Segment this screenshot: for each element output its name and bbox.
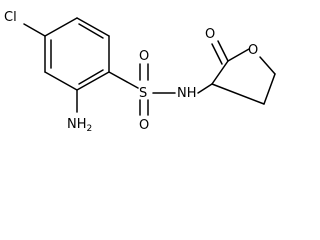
chlorine-atom-label: Cl	[4, 10, 17, 25]
chemical-structure-diagram: Cl NH2 S O O NH O O	[4, 10, 276, 134]
carbonyl-oxygen-label: O	[205, 27, 215, 42]
double-bond-c1-c2	[78, 23, 104, 39]
sulfonamide-nh-label: NH	[177, 86, 197, 101]
bond-ring-c5-c4	[263, 73, 276, 105]
bond-c3-c4	[76, 71, 110, 91]
bond-c1-c2	[76, 17, 110, 37]
sulfonyl-oxygen-top-label: O	[139, 49, 149, 64]
benzene-ring	[44, 17, 110, 91]
sulfur-atom-label: S	[139, 86, 147, 101]
amine-n-label: NH2	[67, 117, 92, 134]
bond-c6-cl	[23, 23, 46, 37]
bond-ring-c3-c2	[211, 60, 229, 85]
bond-c2-carbonyl-o-2	[211, 43, 223, 65]
bond-c3-s	[108, 71, 139, 89]
bond-c2-carbonyl-o-1	[217, 40, 229, 62]
bond-ring-c4-c3	[211, 83, 265, 105]
bond-nh-c3	[197, 83, 213, 94]
sulfonyl-oxygen-bottom-label: O	[139, 118, 149, 133]
bond-ring-c2-o	[227, 48, 250, 62]
double-bond-c3-c4	[78, 69, 104, 85]
lactone-ring	[211, 48, 276, 105]
bond-c4-c5	[44, 71, 78, 91]
bond-ring-o-c5	[259, 56, 276, 75]
ring-oxygen-label: O	[248, 43, 258, 58]
bond-c6-c1	[44, 17, 78, 37]
